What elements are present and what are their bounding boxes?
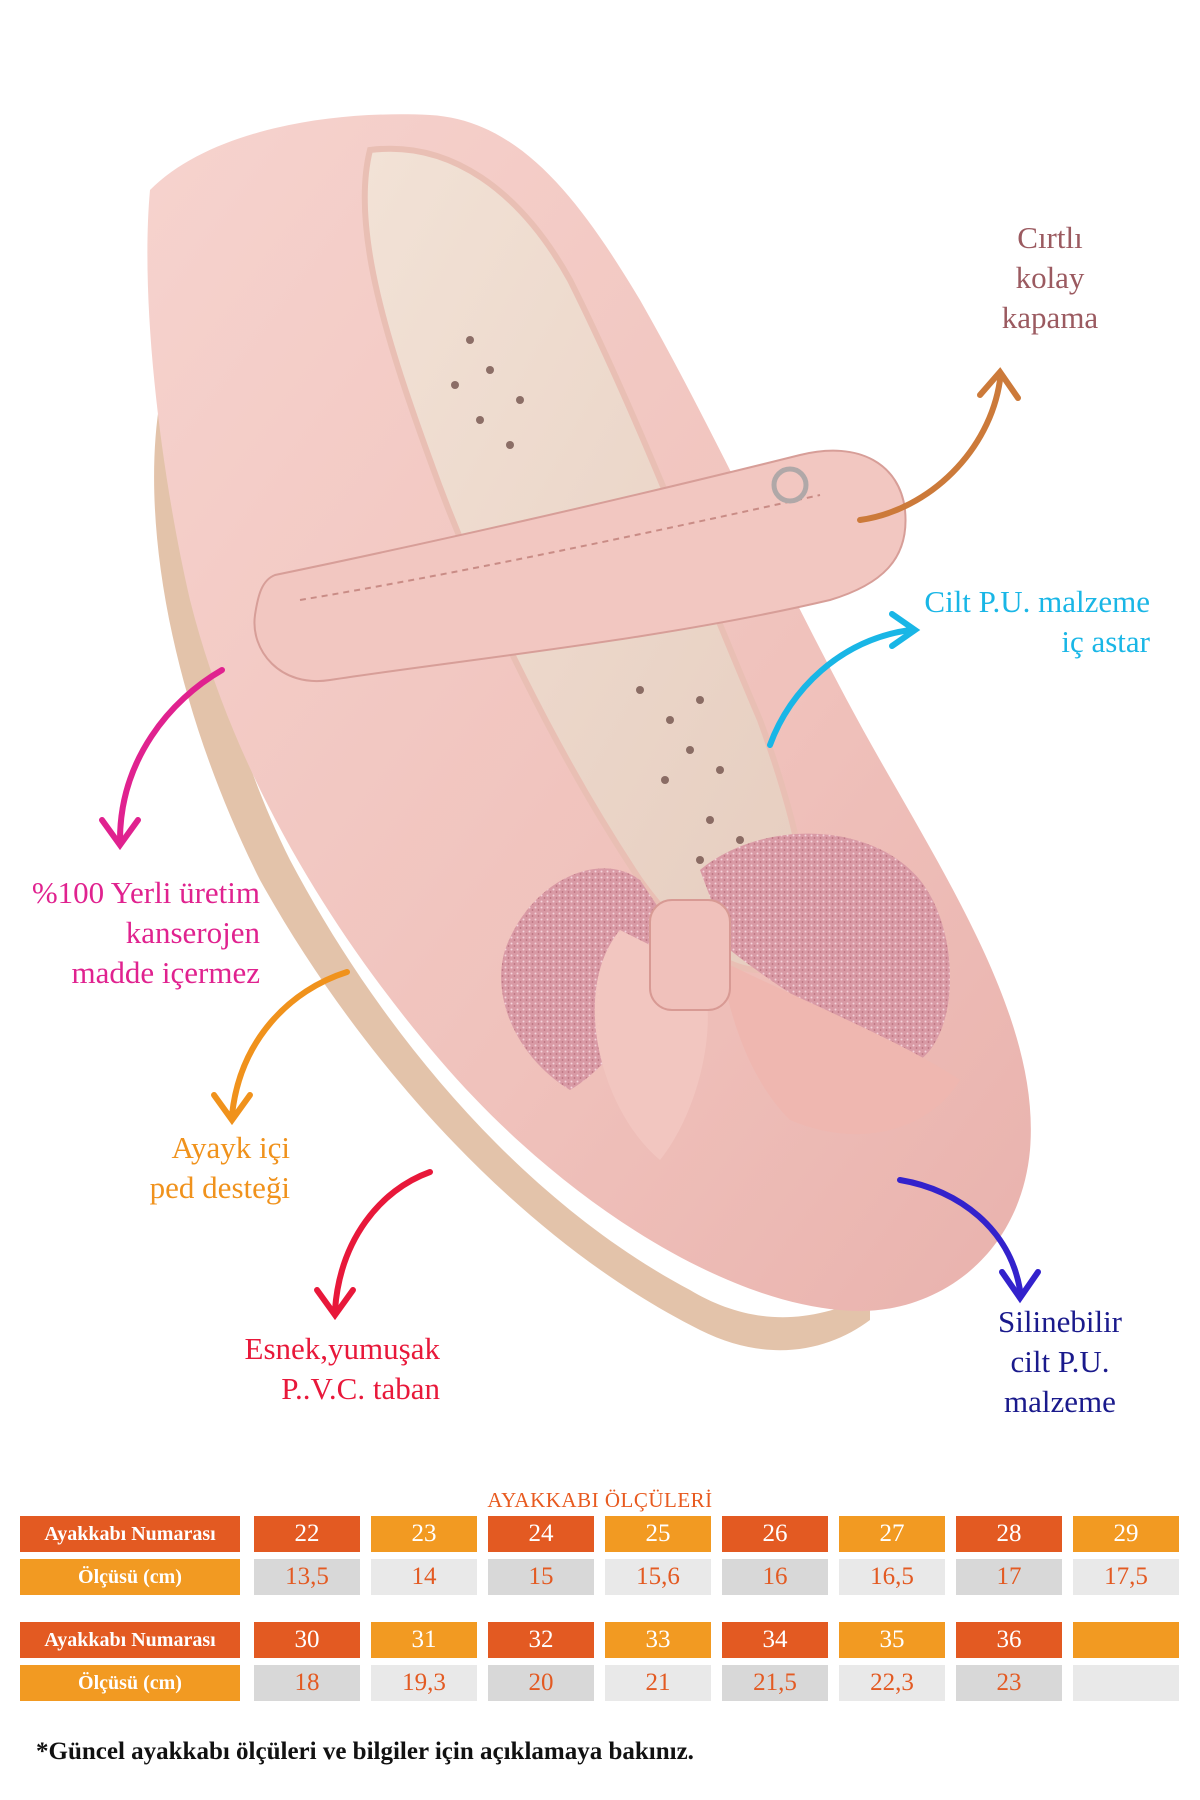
size-number-cell: 26 <box>722 1516 828 1552</box>
local-production-line: %100 Yerli üretim <box>31 875 260 910</box>
size-number-cell: 29 <box>1073 1516 1179 1552</box>
lining-line: Cilt P.U. malzeme <box>924 584 1150 619</box>
size-number-cell <box>1073 1622 1179 1658</box>
size-measure-header: Ölçüsü (cm) <box>20 1665 240 1701</box>
local-arrow <box>117 667 225 843</box>
insole-line: ped desteği <box>149 1170 290 1205</box>
size-number-cell: 25 <box>605 1516 711 1552</box>
upper-material-line: Silinebilir <box>998 1304 1122 1339</box>
upper-arrow <box>897 1177 1023 1293</box>
lining-label: Cilt P.U. malzeme iç astar <box>830 582 1150 662</box>
lining-line: iç astar <box>1061 624 1150 659</box>
size-measure-cell: 22,3 <box>839 1665 945 1701</box>
size-measure-cell: 20 <box>488 1665 594 1701</box>
size-number-row: Ayakkabı Numarası 22 23 24 25 26 27 28 2… <box>20 1516 1180 1552</box>
size-measure-row: Ölçüsü (cm) 13,5 14 15 15,6 16 16,5 17 1… <box>20 1559 1180 1595</box>
sole-label: Esnek,yumuşak P..V.C. taban <box>200 1329 440 1409</box>
sole-shape <box>154 400 870 1351</box>
closure-line: kapama <box>1001 300 1099 335</box>
size-measure-cell: 15,6 <box>605 1559 711 1595</box>
size-measure-cell: 13,5 <box>254 1559 360 1595</box>
size-number-header: Ayakkabı Numarası <box>20 1516 240 1552</box>
closure-arrow <box>857 377 1003 523</box>
size-number-cell: 22 <box>254 1516 360 1552</box>
upper-material-line: malzeme <box>1004 1384 1116 1419</box>
size-measure-cell: 18 <box>254 1665 360 1701</box>
upper-material-line: cilt P.U. <box>1010 1344 1110 1379</box>
size-measure-cell: 23 <box>956 1665 1062 1701</box>
size-measure-cell <box>1073 1665 1179 1701</box>
local-production-line: madde içermez <box>71 955 260 990</box>
size-measure-cell: 15 <box>488 1559 594 1595</box>
closure-label: Cırtlı kolay kapama <box>970 218 1130 338</box>
sole-line: P..V.C. taban <box>281 1371 440 1406</box>
sole-arrow <box>332 1169 433 1313</box>
size-table-1: Ayakkabı Numarası 22 23 24 25 26 27 28 2… <box>20 1516 1180 1602</box>
size-measure-row: Ölçüsü (cm) 18 19,3 20 21 21,5 22,3 23 <box>20 1665 1180 1701</box>
size-number-cell: 31 <box>371 1622 477 1658</box>
size-table-2: Ayakkabı Numarası 30 31 32 33 34 35 36 Ö… <box>20 1622 1180 1708</box>
size-measure-cell: 21 <box>605 1665 711 1701</box>
size-measure-cell: 17,5 <box>1073 1559 1179 1595</box>
size-number-cell: 34 <box>722 1622 828 1658</box>
size-number-cell: 35 <box>839 1622 945 1658</box>
size-number-header: Ayakkabı Numarası <box>20 1622 240 1658</box>
footnote: *Güncel ayakkabı ölçüleri ve bilgiler iç… <box>36 1738 694 1765</box>
size-measure-cell: 17 <box>956 1559 1062 1595</box>
sole-line: Esnek,yumuşak <box>244 1331 440 1366</box>
strap-shape <box>253 449 907 683</box>
size-number-cell: 28 <box>956 1516 1062 1552</box>
size-number-cell: 36 <box>956 1622 1062 1658</box>
size-number-cell: 32 <box>488 1622 594 1658</box>
size-measure-cell: 19,3 <box>371 1665 477 1701</box>
insole-line: Ayayk içi <box>171 1130 290 1165</box>
size-number-cell: 33 <box>605 1622 711 1658</box>
insole-arrow <box>229 969 350 1118</box>
insole-label: Ayayk içi ped desteği <box>100 1128 290 1208</box>
local-production-label: %100 Yerli üretim kanserojen madde içerm… <box>20 873 260 993</box>
bow-decoration <box>501 833 960 1160</box>
size-measure-cell: 14 <box>371 1559 477 1595</box>
closure-line: Cırtlı <box>1017 220 1083 255</box>
size-number-cell: 24 <box>488 1516 594 1552</box>
size-measure-cell: 16,5 <box>839 1559 945 1595</box>
local-production-line: kanserojen <box>125 915 260 950</box>
upper-material-label: Silinebilir cilt P.U. malzeme <box>970 1302 1150 1422</box>
closure-line: kolay <box>1015 260 1085 295</box>
size-measure-cell: 21,5 <box>722 1665 828 1701</box>
size-number-cell: 23 <box>371 1516 477 1552</box>
size-number-row: Ayakkabı Numarası 30 31 32 33 34 35 36 <box>20 1622 1180 1658</box>
shoe-illustration <box>99 114 1041 1351</box>
lining-arrow <box>767 627 913 748</box>
size-number-cell: 30 <box>254 1622 360 1658</box>
size-chart-title: AYAKKABI ÖLÇÜLERİ <box>487 1488 713 1512</box>
size-measure-header: Ölçüsü (cm) <box>20 1559 240 1595</box>
size-number-cell: 27 <box>839 1516 945 1552</box>
size-measure-cell: 16 <box>722 1559 828 1595</box>
